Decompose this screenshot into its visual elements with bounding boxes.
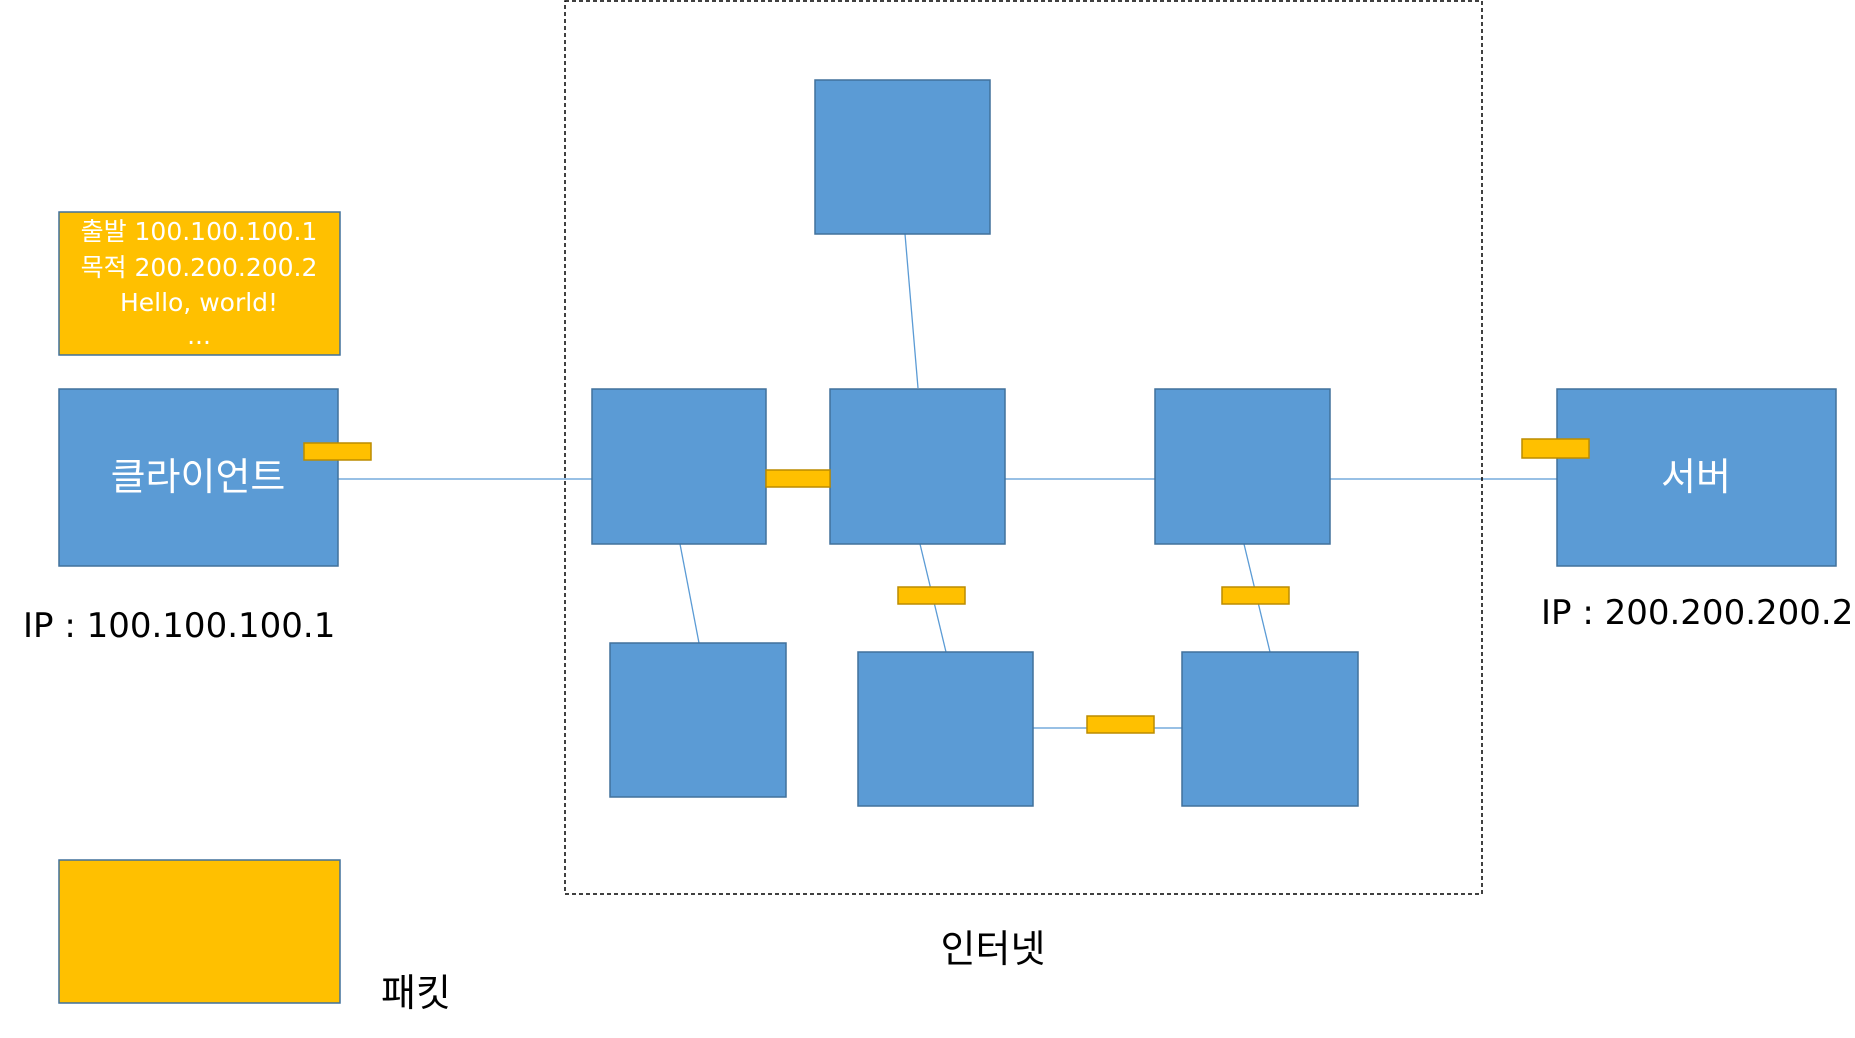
client-node [58,388,339,567]
router-3 [1154,388,1331,545]
legend-packet-label: 패킷 [381,971,451,1015]
packet-info-destination: 목적 200.200.200.2 [81,253,318,282]
server-ip-label: IP : 200.200.200.2 [1541,593,1853,633]
client-ip-label: IP : 100.100.100.1 [23,606,335,646]
router-1 [591,388,767,545]
router-top [814,79,991,235]
packet-info-box [58,211,341,356]
packet-router1-router2 [765,469,831,488]
server-node [1556,388,1837,567]
routers [591,79,1359,807]
internet-boundary [564,0,1483,895]
link-router1-bottom1 [679,543,700,644]
packet-router3-bottom3 [1221,586,1290,605]
router-bottom-1 [609,642,787,798]
client-label: 클라이언트 [111,455,286,499]
packet-bottom2-bottom3 [1086,715,1155,734]
router-2 [829,388,1006,545]
packet-at-client [303,442,372,461]
internet-label: 인터넷 [941,927,1046,971]
packet-info-source: 출발 100.100.100.1 [81,217,318,246]
link-top-router2 [904,233,919,389]
packet-at-server [1521,438,1590,459]
packets [303,438,1590,734]
packet-info-payload: Hello, world! [120,288,278,317]
server-label: 서버 [1661,455,1731,499]
router-bottom-2 [857,651,1034,807]
packet-router2-bottom2 [897,586,966,605]
legend-packet-swatch [58,859,341,1004]
packet-info-ellipsis: ... [187,321,211,350]
router-bottom-3 [1181,651,1359,807]
